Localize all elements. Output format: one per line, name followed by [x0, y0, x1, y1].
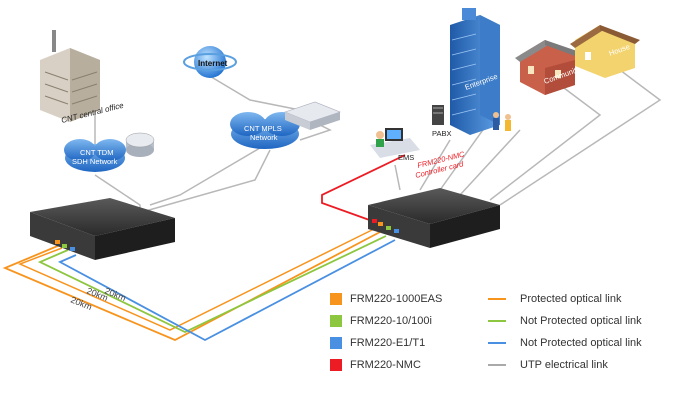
- mpls-network-label-2: Network: [250, 133, 278, 142]
- community-building: [515, 40, 580, 95]
- legend-link-protected: Protected optical link: [488, 292, 622, 306]
- ems-workstation-icon: [370, 128, 420, 158]
- tdm-cloud-icon: [64, 139, 126, 172]
- mpls-cloud-icon: [230, 112, 300, 149]
- legend-swatch: [330, 293, 342, 305]
- pabx-label: PABX: [432, 129, 451, 138]
- house-building: [570, 25, 640, 78]
- legend-link-utp: UTP electrical link: [488, 358, 608, 372]
- mpls-network-label-1: CNT MPLS: [244, 124, 282, 133]
- legend-card-label: FRM220-10/100i: [350, 315, 432, 327]
- legend-card-10-100i: FRM220-10/100i: [330, 314, 432, 328]
- internet-globe-icon: [183, 46, 237, 78]
- ems-label: EMS: [398, 153, 414, 162]
- legend-line: [488, 298, 506, 300]
- orange-link-2: [18, 227, 377, 331]
- legend-link-label: Not Protected optical link: [520, 337, 642, 349]
- legend-line: [488, 364, 506, 366]
- utp-links: [94, 69, 662, 215]
- legend-card-label: FRM220-NMC: [350, 359, 421, 371]
- legend-line: [488, 320, 506, 322]
- distance-label-3: 20km: [69, 295, 93, 313]
- enterprise-building: [450, 8, 500, 135]
- legend-swatch: [330, 359, 342, 371]
- legend-link-label: UTP electrical link: [520, 359, 608, 371]
- internet-label: Internet: [198, 59, 228, 68]
- legend-link-not-protected-blue: Not Protected optical link: [488, 336, 642, 350]
- central-office-building: [40, 30, 100, 122]
- legend-line: [488, 342, 506, 344]
- green-link: [37, 235, 387, 333]
- legend-card-label: FRM220-1000EAS: [350, 293, 443, 305]
- legend-link-label: Protected optical link: [520, 293, 622, 305]
- legend-card-1000eas: FRM220-1000EAS: [330, 292, 442, 306]
- mpls-switch-icon: [284, 101, 341, 130]
- legend-link-not-protected-green: Not Protected optical link: [488, 314, 642, 328]
- legend-swatch: [330, 337, 342, 349]
- orange-link: [2, 231, 381, 341]
- legend-swatch: [330, 315, 342, 327]
- legend: FRM220-1000EAS FRM220-10/100i FRM220-E1/…: [330, 292, 680, 382]
- tdm-network-label-1: CNT TDM: [80, 148, 113, 157]
- left-chassis: [30, 198, 175, 260]
- blue-link: [57, 239, 396, 342]
- right-chassis: [368, 188, 500, 248]
- nmc-link: [321, 154, 406, 223]
- pabx-device-icon: [432, 105, 444, 125]
- tdm-router-icon: [125, 132, 155, 157]
- tdm-network-label-2: SDH Network: [72, 157, 118, 166]
- legend-card-nmc: FRM220-NMC: [330, 358, 421, 372]
- legend-card-label: FRM220-E1/T1: [350, 337, 426, 349]
- legend-link-label: Not Protected optical link: [520, 315, 642, 327]
- legend-card-e1-t1: FRM220-E1/T1: [330, 336, 425, 350]
- people-icon: [493, 112, 511, 131]
